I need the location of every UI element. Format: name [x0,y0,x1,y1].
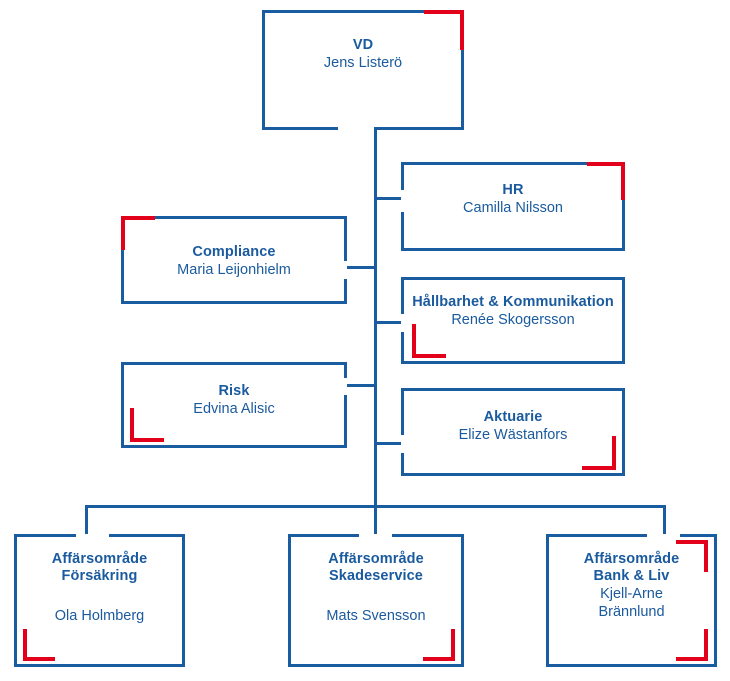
connector-branch-risk [347,384,377,387]
node-skadeservice[interactable]: Affärsområde Skadeservice Mats Svensson [288,534,464,667]
node-bankliv-title-line2: Bank & Liv [593,568,670,584]
node-hr[interactable]: HR Camilla Nilsson [401,162,625,252]
node-risk-text: Risk Edvina Alisic [121,383,347,418]
node-risk-title: Risk [218,383,250,399]
node-forsakring-person: Ola Holmberg [54,608,145,624]
connector-trunk-vertical [374,128,377,508]
node-skadeservice-text: Affärsområde Skadeservice Mats Svensson [288,551,464,625]
connector-branch-hallbarhet [374,321,402,324]
node-bankliv-text: Affärsområde Bank & Liv Kjell-Arne Bränn… [546,551,717,621]
node-hallbarhet[interactable]: Hållbarhet & Kommunikation Renée Skogers… [401,277,625,364]
connector-drop-forsakring [85,505,88,535]
node-hallbarhet-text: Hållbarhet & Kommunikation Renée Skogers… [401,294,625,329]
node-bankliv-title-line1: Affärsområde [583,551,680,567]
node-bankliv-person-line1: Kjell-Arne [600,586,663,602]
node-compliance[interactable]: Compliance Maria Leijonhielm [121,216,347,304]
node-aktuarie-person: Elize Wästanfors [458,427,568,443]
node-forsakring-title-line2: Försäkring [61,568,138,584]
node-bankliv[interactable]: Affärsområde Bank & Liv Kjell-Arne Bränn… [546,534,717,667]
node-forsakring-text: Affärsområde Försäkring Ola Holmberg [14,551,185,625]
node-vd-title: VD [352,37,374,53]
node-aktuarie[interactable]: Aktuarie Elize Wästanfors [401,388,625,476]
node-hr-person: Camilla Nilsson [463,200,563,216]
node-hallbarhet-person: Renée Skogersson [451,312,575,328]
node-forsakring[interactable]: Affärsområde Försäkring Ola Holmberg [14,534,185,667]
node-skadeservice-title-line1: Affärsområde [328,551,424,567]
node-aktuarie-title: Aktuarie [483,409,543,425]
node-vd-person: Jens Listerö [323,55,403,71]
accent-corner-bottom-right [676,629,708,661]
node-skadeservice-person: Mats Svensson [326,608,426,624]
connector-branch-hr [374,197,402,200]
connector-drop-skadeservice [374,505,377,535]
node-vd-text: VD Jens Listerö [262,37,464,72]
node-aktuarie-text: Aktuarie Elize Wästanfors [401,409,625,444]
node-hallbarhet-title: Hållbarhet & Kommunikation [412,294,614,310]
node-risk[interactable]: Risk Edvina Alisic [121,362,347,448]
connector-drop-bankliv [663,505,666,535]
accent-corner-bottom-left [23,629,55,661]
node-vd[interactable]: VD Jens Listerö [262,10,464,130]
node-compliance-person: Maria Leijonhielm [177,262,291,278]
node-risk-person: Edvina Alisic [193,401,275,417]
node-bankliv-person-line2: Brännlund [598,604,665,620]
node-hr-title: HR [502,182,524,198]
node-forsakring-title-line1: Affärsområde [51,551,148,567]
connector-branch-aktuarie [374,442,402,445]
node-skadeservice-title-line2: Skadeservice [329,568,423,584]
connector-branch-compliance [347,266,377,269]
node-compliance-text: Compliance Maria Leijonhielm [121,244,347,279]
accent-corner-bottom-left [412,324,446,358]
node-hr-text: HR Camilla Nilsson [401,182,625,217]
node-compliance-title: Compliance [192,244,276,260]
accent-corner-bottom-right [423,629,455,661]
